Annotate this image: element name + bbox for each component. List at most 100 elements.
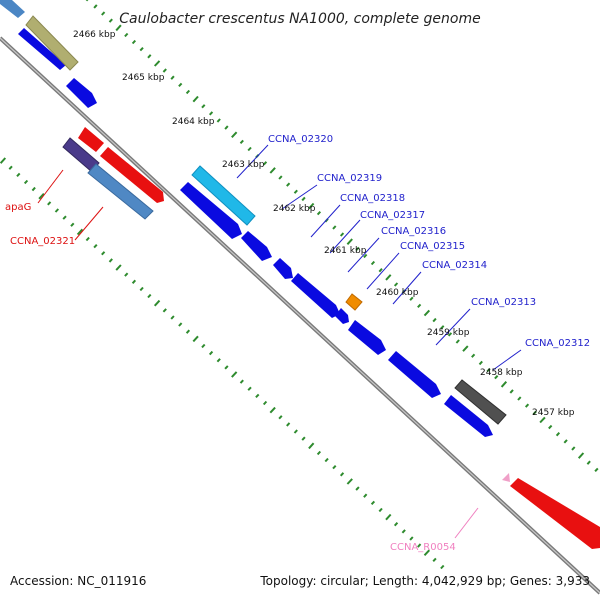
genome-title: Caulobacter crescentus NA1000, complete …: [119, 11, 480, 27]
tick-mark: [239, 139, 244, 144]
gene-labels: CCNA_02320 CCNA_02319 CCNA_02318 CCNA_02…: [5, 134, 590, 553]
tick-mark: [216, 358, 221, 363]
tick-mark: [224, 125, 229, 130]
tick-mark: [370, 500, 376, 505]
gene-arrow[interactable]: [502, 473, 510, 482]
gene-arrow[interactable]: [66, 78, 97, 108]
gene-box[interactable]: [25, 15, 79, 71]
scale-label: 2465 kbp: [122, 73, 165, 83]
tick-mark: [509, 389, 514, 394]
tick-mark: [332, 225, 337, 230]
gene-label[interactable]: CCNA_02317: [360, 210, 425, 221]
tick-mark: [201, 343, 206, 349]
tick-mark: [286, 422, 291, 427]
tick-mark: [494, 375, 499, 380]
tick-mark: [308, 442, 315, 450]
gene-arrow[interactable]: [335, 308, 349, 324]
tick-mark: [301, 436, 306, 441]
gene-label[interactable]: CCNA_02316: [381, 226, 446, 237]
tick-mark: [216, 118, 221, 123]
tick-mark: [278, 415, 283, 420]
tick-mark: [363, 253, 368, 259]
tick-mark: [108, 18, 113, 23]
backbone: [0, 36, 600, 595]
tick-mark: [124, 32, 129, 38]
gene-box[interactable]: [191, 165, 256, 226]
tick-mark: [115, 24, 122, 32]
scale-label: 2458 kbp: [480, 368, 523, 378]
gene-box[interactable]: [87, 163, 154, 220]
tick-mark: [370, 260, 376, 266]
gene-arrow[interactable]: [241, 231, 272, 261]
forward-genes: [0, 0, 507, 437]
tick-mark: [23, 179, 29, 185]
tick-mark: [378, 507, 383, 513]
tick-mark: [440, 564, 445, 570]
gene-label[interactable]: CCNA_02320: [268, 134, 333, 145]
scale-label: 2460 kbp: [376, 288, 419, 298]
tick-mark: [153, 299, 161, 307]
tick-mark: [208, 350, 214, 356]
gene-label[interactable]: CCNA_02313: [471, 297, 536, 308]
tick-mark: [455, 339, 460, 344]
gene-arrow[interactable]: [273, 258, 293, 279]
tick-mark: [548, 424, 553, 430]
tick-mark: [346, 478, 353, 485]
tick-mark: [269, 406, 276, 414]
tick-mark: [85, 0, 89, 2]
gene-arrow[interactable]: [180, 182, 242, 239]
scale-label: 2459 kbp: [427, 328, 470, 338]
gene-arrow[interactable]: [100, 147, 164, 203]
scale-label: 2461 kbp: [324, 246, 367, 256]
gene-box[interactable]: [345, 293, 363, 311]
tick-mark: [339, 472, 345, 477]
gene-arrow[interactable]: [0, 0, 25, 18]
tick-mark: [31, 186, 36, 192]
tick-mark: [185, 329, 191, 334]
tick-mark: [316, 450, 322, 456]
tick-mark: [539, 416, 546, 424]
tick-mark: [16, 172, 21, 177]
scale-label: 2457 kbp: [532, 408, 575, 418]
tick-mark: [401, 529, 406, 534]
tick-mark: [571, 446, 576, 451]
gene-label[interactable]: CCNA_02314: [422, 260, 487, 271]
tick-mark: [247, 146, 252, 152]
gene-arrow[interactable]: [291, 273, 340, 318]
tick-mark: [423, 309, 431, 317]
topology-text: Topology: circular; Length: 4,042,929 bp…: [260, 574, 590, 588]
tick-mark: [339, 232, 345, 237]
tick-mark: [293, 189, 298, 194]
gene-arrow[interactable]: [388, 351, 441, 398]
gene-arrow[interactable]: [510, 478, 600, 549]
gene-arrow[interactable]: [444, 395, 493, 437]
gene-label[interactable]: CCNA_02312: [525, 338, 590, 349]
tick-mark: [308, 202, 315, 210]
gene-box[interactable]: [454, 379, 507, 425]
tick-mark: [385, 513, 392, 521]
tick-mark: [577, 452, 585, 459]
tick-mark: [101, 251, 106, 256]
tick-mark: [262, 161, 268, 166]
gene-label[interactable]: CCNA_02315: [400, 241, 465, 252]
gene-label[interactable]: apaG: [5, 202, 31, 213]
gene-arrow[interactable]: [18, 28, 66, 70]
tick-mark: [101, 11, 106, 16]
tick-mark: [0, 157, 7, 164]
tick-mark: [162, 308, 167, 313]
gene-label[interactable]: CCNA_02319: [317, 173, 382, 184]
tick-mark: [76, 228, 84, 236]
tick-mark: [500, 381, 508, 388]
tick-mark: [147, 293, 152, 299]
gene-label[interactable]: CCNA_02318: [340, 193, 405, 204]
tick-mark: [378, 268, 383, 273]
tick-mark: [524, 403, 530, 408]
gene-arrow[interactable]: [78, 127, 104, 152]
gene-label[interactable]: CCNA_02321: [10, 236, 75, 247]
tick-mark: [417, 543, 422, 548]
gene-arrow[interactable]: [348, 320, 386, 355]
gene-label[interactable]: CCNA_R0054: [390, 542, 456, 553]
tick-mark: [153, 60, 161, 67]
tick-mark: [185, 89, 191, 95]
